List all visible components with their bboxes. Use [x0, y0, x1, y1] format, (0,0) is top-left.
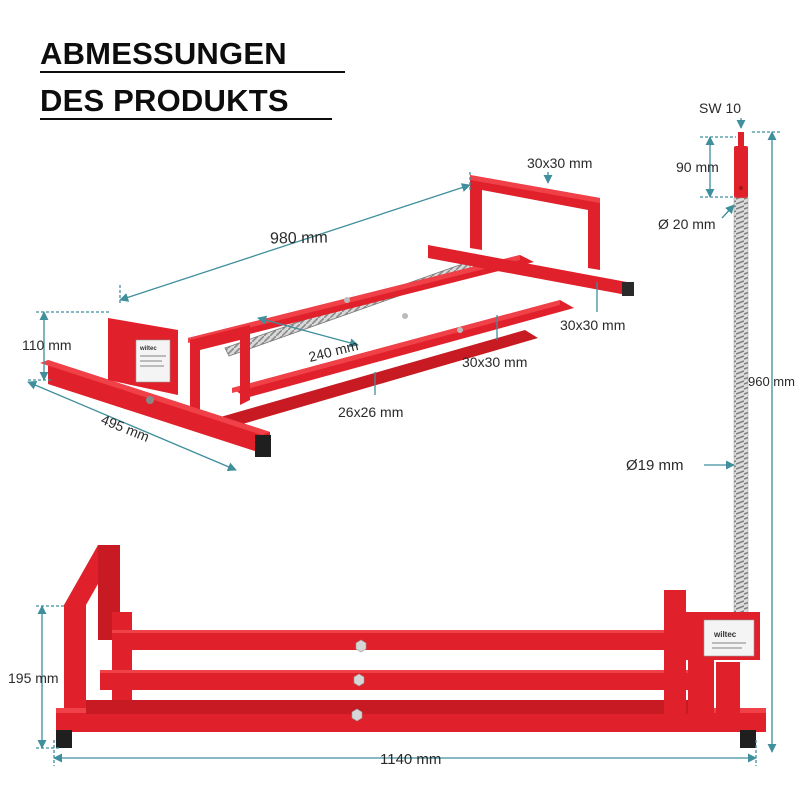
page-title-line-1: ABMESSUNGEN: [40, 36, 287, 71]
far-cross-base: [428, 245, 632, 296]
top-view-frame: wiltec: [40, 175, 634, 457]
total-height-label: 960 mm: [748, 374, 795, 389]
far-u-frame: [470, 175, 600, 270]
crank-rod: [733, 132, 749, 629]
rail-1: [112, 632, 682, 650]
crank-top-length-label: 90 mm: [676, 159, 719, 175]
inner-tube-dimension-label: 26x26 mm: [338, 404, 404, 420]
front-view-dimensions: [36, 605, 757, 766]
side-tube-dimension-label: 30x30 mm: [560, 317, 626, 333]
front-height-label: 195 mm: [8, 670, 59, 686]
title-underline-2: [40, 118, 332, 120]
height-110-dimension-label: 110 mm: [22, 337, 72, 353]
rail-2: [100, 672, 694, 690]
title-underline-1: [40, 71, 345, 73]
crank-top-diameter-label: Ø 20 mm: [658, 216, 716, 232]
front-view-frame: wiltec: [56, 545, 766, 748]
lower-rail: [210, 330, 538, 430]
length-dimension-label: 980 mm: [269, 229, 328, 248]
bracket-label-brand: wiltec: [139, 346, 157, 352]
top-tube-dimension-label: 30x30 mm: [527, 155, 593, 171]
total-length-label: 1140 mm: [380, 751, 442, 768]
rail-3: [86, 700, 706, 714]
wrench-size-label: SW 10: [699, 100, 742, 116]
front-label-brand: wiltec: [713, 630, 737, 639]
page-title-line-2: DES PRODUKTS: [40, 83, 289, 118]
rod-diameter-label: Ø19 mm: [626, 457, 684, 474]
front-rail: [232, 300, 574, 398]
crank-dimensions: [700, 118, 780, 753]
middle-tube-dimension-label: 30x30 mm: [462, 354, 528, 370]
top-view-dimensions: [27, 172, 598, 471]
near-frame: [190, 325, 250, 412]
